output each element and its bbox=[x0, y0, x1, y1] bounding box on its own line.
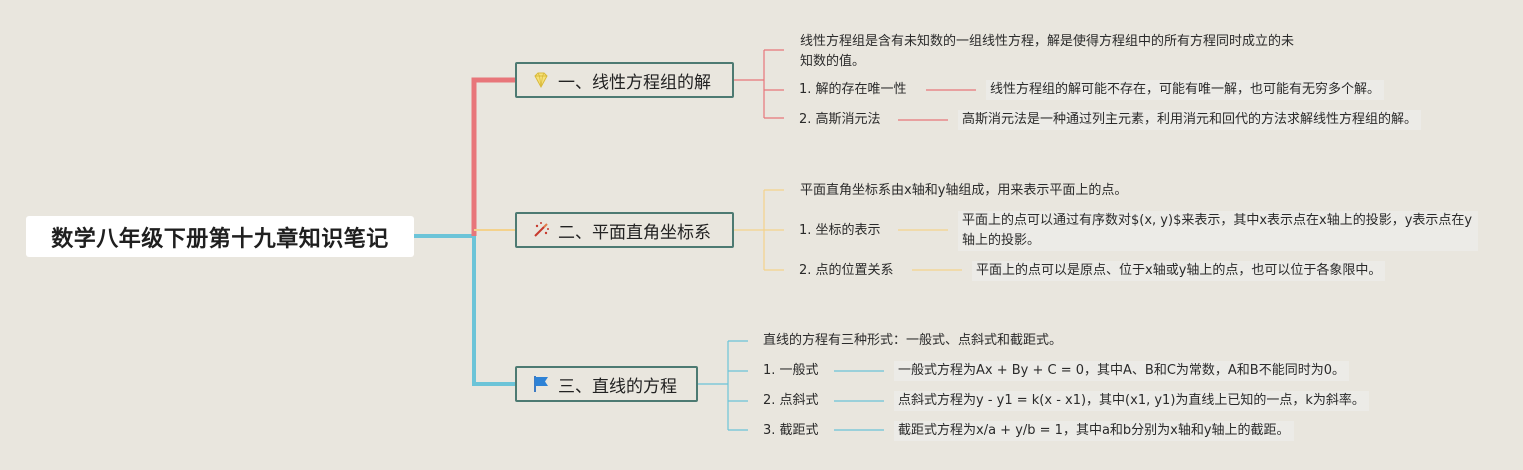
branch-1-item-2-label: 2. 高斯消元法 bbox=[799, 112, 881, 127]
branch-3-connector bbox=[472, 236, 515, 386]
branch-title: 一、线性方程组的解 bbox=[558, 72, 711, 93]
branch-1-intro: 线性方程组是含有未知数的一组线性方程，解是使得方程组中的所有方程同时成立的未知数… bbox=[800, 34, 1295, 69]
branch-3-item-2-desc: 点斜式方程为y - y1 = k(x - x1)，其中(x1, y1)为直线上已… bbox=[894, 391, 1369, 411]
branch-2-intro: 平面直角坐标系由x轴和y轴组成，用来表示平面上的点。 bbox=[800, 183, 1128, 198]
branch-3-item-3-label: 3. 截距式 bbox=[763, 423, 819, 438]
branch-1-connector bbox=[471, 77, 515, 236]
branch-1-item-1-label: 1. 解的存在唯一性 bbox=[799, 82, 907, 97]
branch-3-intro: 直线的方程有三种形式：一般式、点斜式和截距式。 bbox=[763, 333, 1063, 348]
branch-title: 三、直线的方程 bbox=[558, 376, 677, 397]
branch-1-sub-connectors bbox=[734, 49, 784, 119]
branch-node-coordinate-system[interactable]: 二、平面直角坐标系 bbox=[515, 212, 734, 248]
branch-3-sub-connectors bbox=[698, 340, 748, 431]
branch-3-item-3-desc: 截距式方程为x/a + y/b = 1，其中a和b分别为x轴和y轴上的截距。 bbox=[894, 421, 1294, 441]
magic-wand-icon bbox=[531, 220, 551, 240]
diamond-icon bbox=[531, 70, 551, 90]
branch-2-item-2-label: 2. 点的位置关系 bbox=[799, 263, 894, 278]
branch-3-item-1-label: 1. 一般式 bbox=[763, 363, 819, 378]
root-title: 数学八年级下册第十九章知识笔记 bbox=[51, 226, 389, 252]
root-node[interactable]: 数学八年级下册第十九章知识笔记 bbox=[26, 216, 414, 257]
branch-3-item-2-label: 2. 点斜式 bbox=[763, 393, 819, 408]
branch-2-item-1-desc: 平面上的点可以通过有序数对$(x, y)$来表示，其中x表示点在x轴上的投影，y… bbox=[958, 211, 1478, 251]
branch-node-line-equations[interactable]: 三、直线的方程 bbox=[515, 366, 698, 402]
branch-1-item-2-desc: 高斯消元法是一种通过列主元素，利用消元和回代的方法求解线性方程组的解。 bbox=[958, 110, 1422, 130]
branch-1-item-1-desc: 线性方程组的解可能不存在，可能有唯一解，也可能有无穷多个解。 bbox=[986, 80, 1385, 100]
branch-title: 二、平面直角坐标系 bbox=[558, 222, 711, 243]
branch-2-sub-connectors bbox=[734, 189, 784, 271]
branch-3-item-1-desc: 一般式方程为Ax + By + C = 0，其中A、B和C为常数，A和B不能同时… bbox=[894, 361, 1349, 381]
branch-2-item-1-label: 1. 坐标的表示 bbox=[799, 223, 881, 238]
flag-icon bbox=[531, 374, 551, 394]
branch-node-linear-equations[interactable]: 一、线性方程组的解 bbox=[515, 62, 734, 98]
branch-2-item-2-desc: 平面上的点可以是原点、位于x轴或y轴上的点，也可以位于各象限中。 bbox=[972, 261, 1386, 281]
